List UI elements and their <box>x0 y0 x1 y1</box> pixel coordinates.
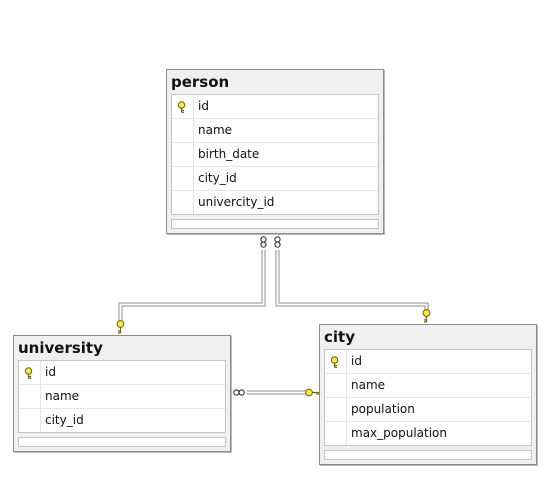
relationship-person-city <box>275 250 429 311</box>
column-row[interactable]: name <box>19 385 225 409</box>
infinity-icon <box>233 389 245 396</box>
infinity-icon <box>260 236 267 248</box>
primary-key-icon <box>24 367 33 379</box>
key-icon <box>422 309 431 323</box>
column-name: name <box>45 389 80 403</box>
column-name: id <box>351 354 362 368</box>
table-title: university <box>18 339 103 357</box>
column-name: city_id <box>45 413 84 427</box>
table-university[interactable]: university id name city_id <box>13 335 231 452</box>
table-footer <box>18 437 226 447</box>
table-title: person <box>171 73 230 91</box>
primary-key-icon <box>177 101 186 113</box>
table-footer <box>324 450 532 460</box>
column-row[interactable]: id <box>19 361 225 385</box>
column-name: population <box>351 402 415 416</box>
relationship-university-city <box>247 390 306 395</box>
column-name: name <box>351 378 386 392</box>
column-row[interactable]: city_id <box>19 409 225 432</box>
column-name: city_id <box>198 171 237 185</box>
column-name: name <box>198 123 233 137</box>
table-footer <box>171 219 379 229</box>
relationship-person-university <box>118 250 266 322</box>
column-row[interactable]: birth_date <box>172 143 378 167</box>
column-row[interactable]: univercity_id <box>172 191 378 214</box>
table-city[interactable]: city id name population max_population <box>319 324 537 465</box>
table-title: city <box>324 328 355 346</box>
column-row[interactable]: max_population <box>325 422 531 445</box>
column-row[interactable]: name <box>325 374 531 398</box>
column-row[interactable]: id <box>325 350 531 374</box>
column-name: birth_date <box>198 147 260 161</box>
column-name: id <box>198 99 209 113</box>
key-icon <box>305 388 320 397</box>
column-row[interactable]: name <box>172 119 378 143</box>
column-list: id name birth_date city_id univercity_id <box>171 94 379 215</box>
column-list: id name population max_population <box>324 349 532 446</box>
column-name: max_population <box>351 426 447 440</box>
primary-key-icon <box>330 356 339 368</box>
column-name: id <box>45 365 56 379</box>
column-row[interactable]: id <box>172 95 378 119</box>
column-name: univercity_id <box>198 195 275 209</box>
column-row[interactable]: city_id <box>172 167 378 191</box>
table-person[interactable]: person id name birth_date city_id univer… <box>166 69 384 234</box>
infinity-icon <box>274 236 281 248</box>
key-icon <box>116 320 125 334</box>
column-list: id name city_id <box>18 360 226 433</box>
column-row[interactable]: population <box>325 398 531 422</box>
